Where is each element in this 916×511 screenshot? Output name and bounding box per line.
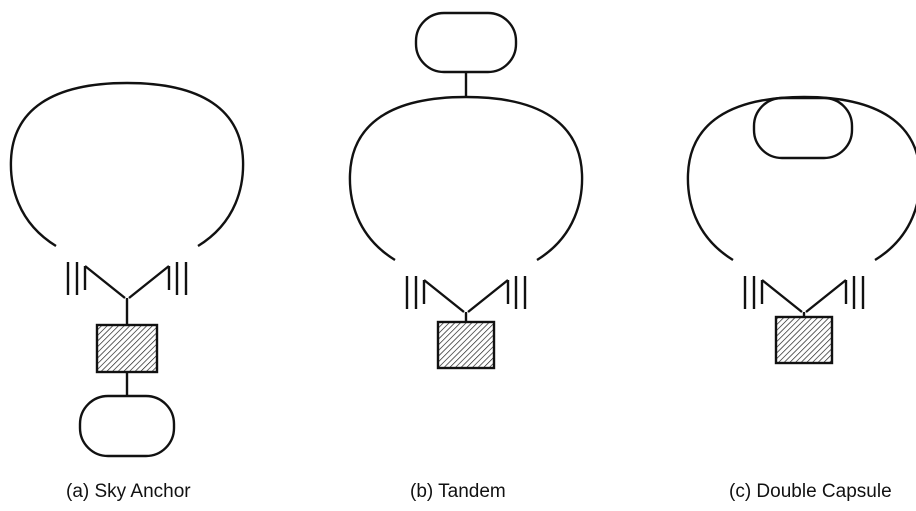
gondola-box [95,323,159,374]
rigging-lines [66,260,188,327]
double-capsule-figure [686,95,916,365]
tandem-figure [348,11,584,370]
main-balloon-envelope [9,81,245,248]
gondola-box [436,320,496,370]
caption-double-capsule: (c) Double Capsule [729,481,892,502]
sky-anchor-figure [9,81,245,458]
caption-tandem: (b) Tandem [410,481,506,502]
main-balloon-envelope [348,95,584,262]
top-balloon [414,11,518,74]
gondola-box [774,315,834,365]
anchor-balloon [78,394,176,458]
caption-sky-anchor: (a) Sky Anchor [66,481,191,502]
inner-capsule-balloon [752,96,854,160]
outer-balloon-envelope [686,95,916,262]
